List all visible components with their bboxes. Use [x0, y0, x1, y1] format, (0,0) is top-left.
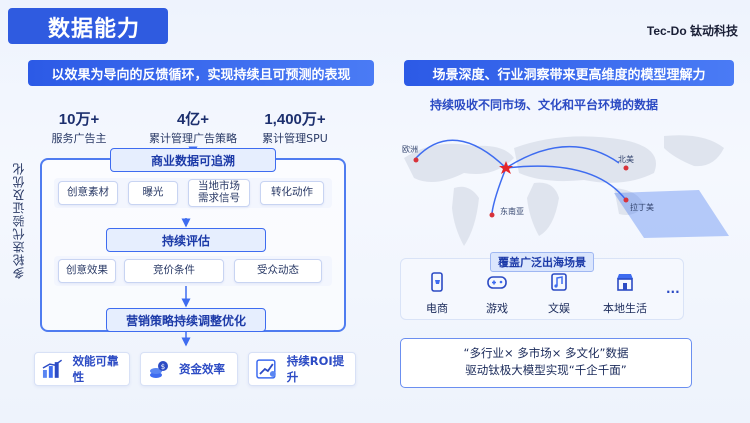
stat-value: 1,400万+: [264, 111, 326, 128]
stat-spu: 1,400万+ 累计管理SPU: [250, 108, 340, 146]
kpi-capital-efficiency: $ 资金效率: [140, 352, 238, 386]
map-label-southeast-asia: 东南亚: [500, 207, 524, 216]
pin-icon: [623, 197, 629, 203]
pin-icon: [489, 212, 495, 218]
stat-value: 10万+: [58, 111, 100, 128]
bar-chart-icon: [42, 359, 63, 378]
scene-label: 游戏: [486, 302, 508, 315]
pin-icon: [413, 157, 419, 163]
more-scenes-ellipsis: ...: [666, 282, 680, 296]
kpi-roi: 持续ROI提升: [248, 352, 356, 386]
map-label-europe: 欧洲: [402, 145, 418, 154]
node-continuous-eval: 持续评估: [106, 228, 266, 252]
stat-label: 累计管理广告策略: [149, 132, 237, 145]
scene-label: 文娱: [548, 302, 570, 315]
kpi-label: 持续ROI提升: [286, 354, 345, 384]
music-icon: [551, 273, 567, 291]
scene-local-services: 本地生活: [590, 272, 660, 316]
brand-logo: Tec-Do 钛动科技: [646, 24, 738, 38]
map-label-north-america: 北美: [618, 155, 634, 164]
pin-icon: [623, 165, 629, 171]
stat-strategies: 4亿+ 累计管理广告策略: [140, 108, 246, 146]
svg-text:$: $: [161, 363, 165, 371]
kpi-label: 资金效率: [179, 362, 225, 376]
node-data-traceable: 商业数据可追溯: [110, 148, 276, 172]
stat-label: 服务广告主: [51, 132, 107, 145]
kpi-label: 效能可靠性: [72, 354, 119, 384]
world-map: 欧洲 北美 东南亚 拉丁美: [394, 118, 738, 256]
origin-star-icon: [499, 161, 513, 174]
left-banner: 以效果为导向的反馈循环，实现持续且可预测的表现: [28, 60, 374, 86]
chip-creative-effect: 创意效果: [58, 259, 116, 283]
stat-label: 累计管理SPU: [262, 132, 328, 145]
stat-advertisers: 10万+ 服务广告主: [44, 108, 114, 146]
chip-creative: 创意素材: [58, 181, 118, 205]
scene-ecommerce: 电商: [402, 272, 472, 316]
map-label-latin-america: 拉丁美: [630, 203, 654, 212]
node-strategy-optimization: 营销策略持续调整优化: [106, 308, 266, 332]
chip-audience: 受众动态: [234, 259, 322, 283]
stat-value: 4亿+: [176, 111, 210, 128]
right-subtitle: 持续吸收不同市场、文化和平台环境的数据: [430, 98, 659, 112]
chip-exposure: 曝光: [128, 181, 178, 205]
phone-cart-icon: [431, 272, 443, 292]
gamepad-icon: [487, 276, 507, 289]
scene-label: 电商: [426, 302, 448, 315]
scene-entertainment: 文娱: [524, 272, 594, 316]
scenes-title: 覆盖广泛出海场景: [490, 252, 594, 272]
quote-line-2: 驱动钛极大模型实现“千企千面”: [465, 363, 627, 378]
right-banner: 场景深度、行业洞察带来更高维度的模型理解力: [404, 60, 734, 86]
storefront-icon: [617, 274, 633, 291]
kpi-reliability: 效能可靠性: [34, 352, 130, 386]
quote-line-1: “多行业× 多市场× 多文化”数据: [463, 346, 629, 360]
page-title: 数据能力: [48, 17, 141, 42]
chip-bid-conditions: 竞价条件: [124, 259, 224, 283]
growth-chart-icon: [256, 359, 276, 379]
scene-label: 本地生活: [603, 302, 647, 315]
title-bar: [8, 8, 168, 44]
chip-market-signal: 当地市场 需求信号: [188, 179, 250, 207]
quote-box: “多行业× 多市场× 多文化”数据 驱动钛极大模型实现“千企千面”: [400, 338, 692, 388]
world-map-graphic: [404, 135, 729, 246]
scene-gaming: 游戏: [462, 272, 532, 316]
chip-conversion: 转化动作: [260, 181, 324, 205]
coins-icon: $: [150, 361, 168, 378]
